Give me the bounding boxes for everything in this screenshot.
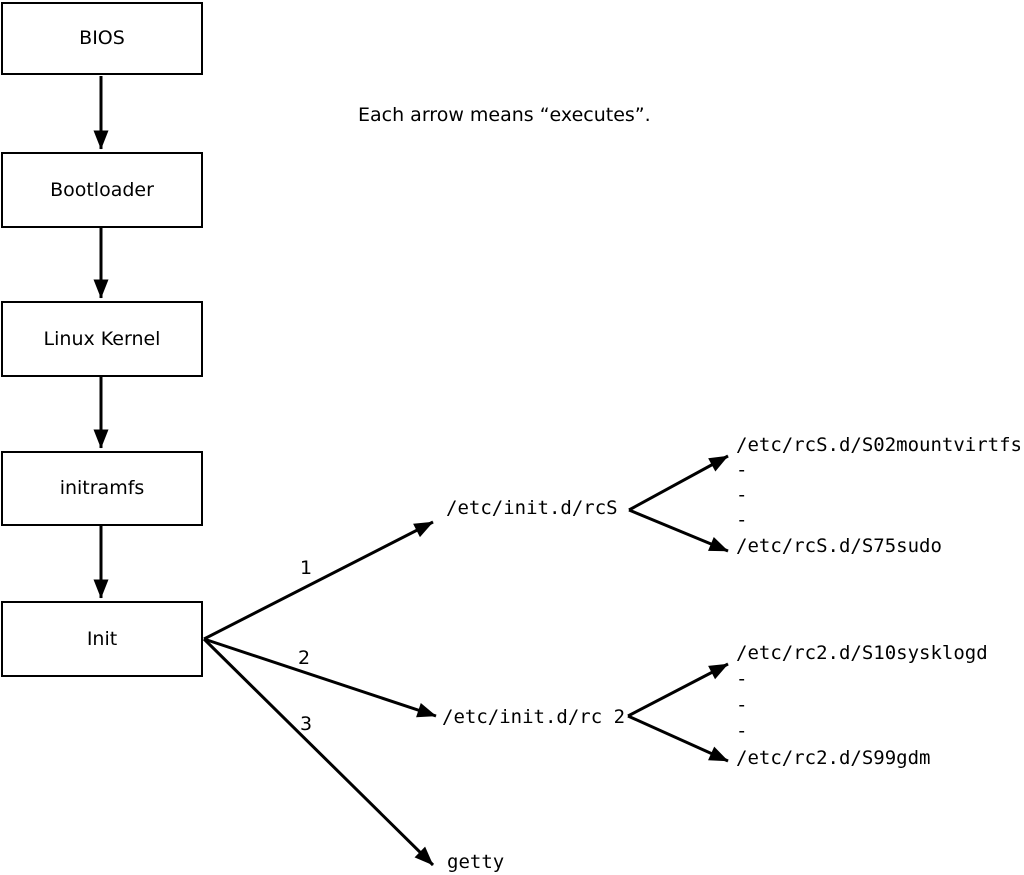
script-entry-s02mountvirtfs: /etc/rcS.d/S02mountvirtfs — [736, 434, 1022, 456]
arrow-rcS-to-s02mountvirtfs — [628, 454, 729, 512]
flow-box-linux-kernel-label: Linux Kernel — [43, 327, 161, 350]
flow-box-init: Init — [1, 601, 203, 677]
flow-box-init-label: Init — [86, 627, 118, 650]
script-label-getty: getty — [447, 851, 505, 873]
dash-placeholder: - — [736, 509, 748, 531]
flow-box-bootloader-label: Bootloader — [50, 178, 154, 201]
dash-placeholder: - — [736, 694, 748, 716]
flow-box-initramfs: initramfs — [1, 451, 203, 526]
flow-box-bootloader: Bootloader — [1, 152, 203, 228]
legend-note: Each arrow means “executes”. — [358, 104, 651, 126]
arrow-rc2-to-s99gdm — [627, 714, 729, 763]
script-label-rcS: /etc/init.d/rcS — [446, 497, 618, 519]
arrow-init-to-rc2 — [203, 637, 437, 718]
arrow-init-to-rcS — [203, 520, 434, 641]
arrow-rc2-to-s10sysklogd — [627, 662, 729, 718]
script-entry-s10sysklogd: /etc/rc2.d/S10sysklogd — [736, 642, 988, 664]
arrow-rcS-to-s75sudo — [628, 508, 729, 553]
dash-placeholder: - — [736, 668, 748, 690]
flow-box-bios: BIOS — [1, 2, 203, 75]
dash-placeholder: - — [736, 484, 748, 506]
branch-number-2: 2 — [298, 647, 311, 669]
flow-box-initramfs-label: initramfs — [59, 477, 145, 499]
script-label-rc2: /etc/init.d/rc 2 — [442, 706, 626, 728]
arrow-init-to-getty — [202, 637, 435, 867]
script-entry-s99gdm: /etc/rc2.d/S99gdm — [736, 747, 931, 769]
branch-number-3: 3 — [300, 713, 313, 735]
flow-box-bios-label: BIOS — [79, 27, 125, 49]
dash-placeholder: - — [736, 459, 748, 481]
branch-number-1: 1 — [300, 557, 313, 579]
script-entry-s75sudo: /etc/rcS.d/S75sudo — [736, 535, 942, 557]
flow-box-linux-kernel: Linux Kernel — [1, 301, 203, 377]
dash-placeholder: - — [736, 720, 748, 742]
